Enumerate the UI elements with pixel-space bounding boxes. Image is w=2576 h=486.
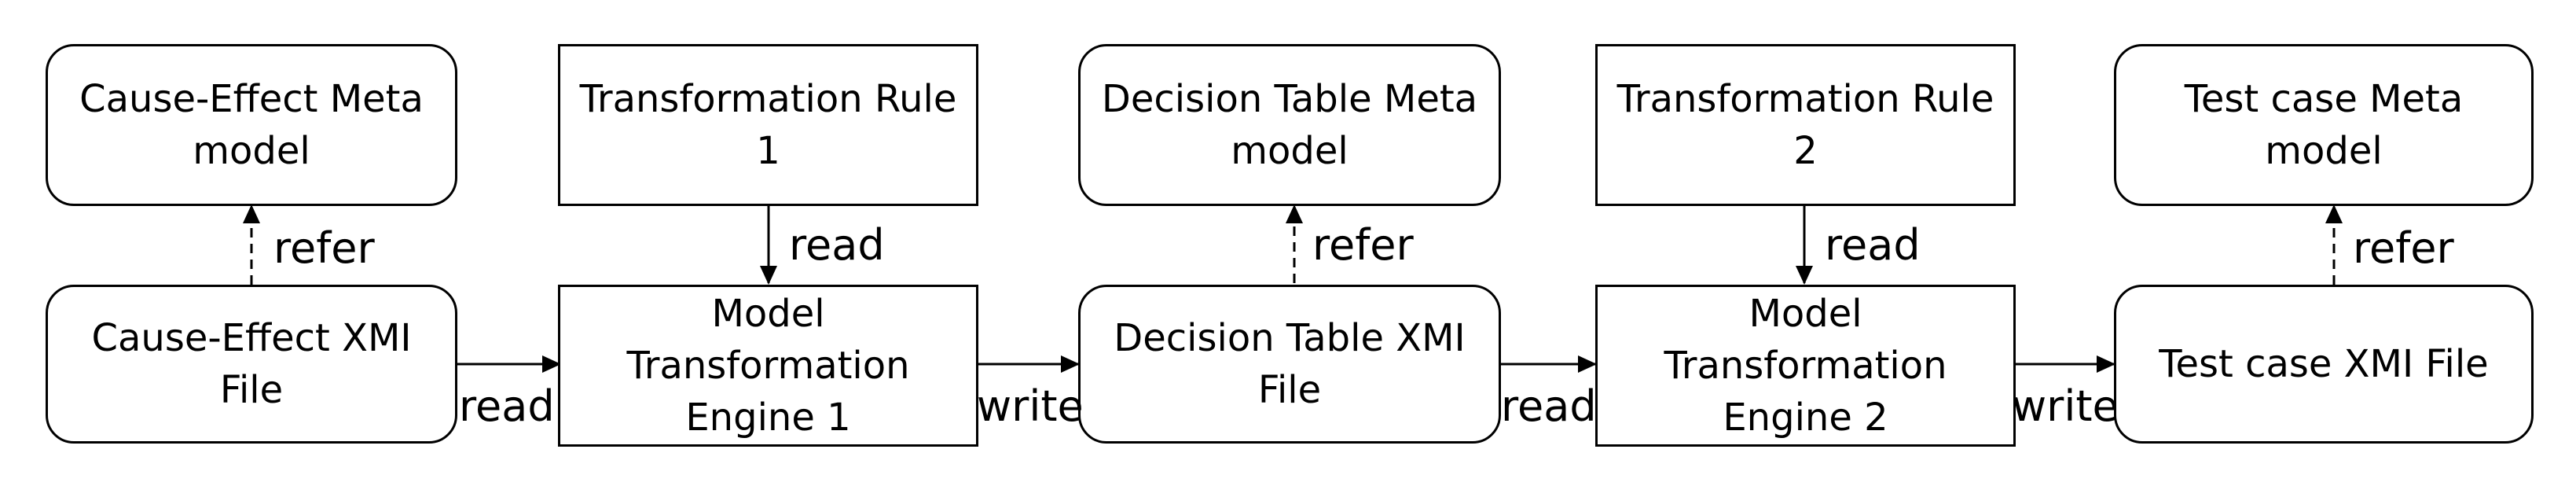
node-label: Cause-Effect XMI File <box>91 316 412 412</box>
edge-label-refer-1: refer <box>273 223 375 273</box>
edge-label-write-2: write <box>2012 381 2119 431</box>
node-label: Transformation Rule 2 <box>1616 77 1994 173</box>
node-model-transformation-engine-1: Model Transformation Engine 1 <box>558 285 978 447</box>
edge-label-refer-3: refer <box>2353 223 2454 273</box>
node-transformation-rule-2: Transformation Rule 2 <box>1595 44 2016 206</box>
edge-label-read-1: read <box>459 381 555 431</box>
node-transformation-rule-1: Transformation Rule 1 <box>558 44 978 206</box>
node-decision-table-xmi-file: Decision Table XMI File <box>1078 285 1501 444</box>
node-label: Model Transformation Engine 2 <box>1664 292 1947 440</box>
node-label: Transformation Rule 1 <box>579 77 957 173</box>
edge-label-read-rule-2: read <box>1825 220 1921 270</box>
node-label: Cause-Effect Meta model <box>79 77 424 173</box>
node-decision-table-meta-model: Decision Table Meta model <box>1078 44 1501 206</box>
node-test-case-meta-model: Test case Meta model <box>2114 44 2534 206</box>
node-cause-effect-meta-model: Cause-Effect Meta model <box>46 44 457 206</box>
node-label: Model Transformation Engine 1 <box>626 292 910 440</box>
edge-label-write-1: write <box>977 381 1084 431</box>
edge-label-read-rule-1: read <box>789 220 885 270</box>
node-test-case-xmi-file: Test case XMI File <box>2114 285 2534 444</box>
node-cause-effect-xmi-file: Cause-Effect XMI File <box>46 285 457 444</box>
node-label: Decision Table Meta model <box>1101 77 1478 173</box>
node-label: Decision Table XMI File <box>1114 316 1466 412</box>
node-label: Test case Meta model <box>2184 77 2464 173</box>
edge-label-refer-2: refer <box>1312 220 1414 270</box>
node-label: Test case XMI File <box>2159 342 2489 386</box>
node-model-transformation-engine-2: Model Transformation Engine 2 <box>1595 285 2016 447</box>
edge-label-read-2: read <box>1501 381 1597 431</box>
